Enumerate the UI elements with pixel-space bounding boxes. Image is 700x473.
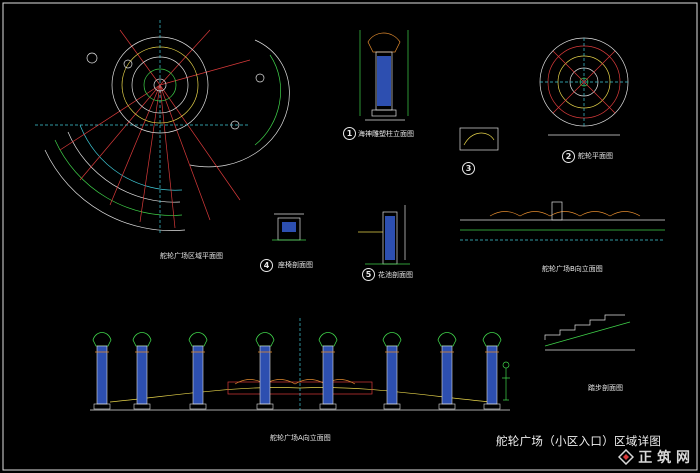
callout-1: 1 [343, 127, 356, 140]
plaza-plan-drawing [35, 20, 290, 235]
watermark-text: 正 筑 网 [638, 450, 690, 466]
callout-3: 3 [462, 162, 475, 175]
step-section-title: 踏步剖面图 [588, 384, 623, 392]
callout-5: 5 [362, 268, 375, 281]
detail-3-drawing [459, 127, 499, 151]
helm-plan-drawing [539, 37, 629, 136]
watermark: 正 筑 网 [618, 447, 690, 467]
section-5-drawing [358, 205, 410, 265]
helm-plan-title: 舵轮平面图 [578, 152, 613, 160]
section-4-title: 座椅剖面图 [278, 261, 313, 269]
callout-4: 4 [260, 259, 273, 272]
elevation-b-drawing [460, 201, 665, 241]
elevation-a-drawing [90, 318, 510, 411]
column-elevation-drawing [359, 30, 409, 121]
sheet-title: 舵轮广场（小区入口）区域详图 [496, 434, 662, 448]
elevation-b-title: 舵轮广场B向立面图 [542, 265, 603, 273]
section-4-drawing [272, 213, 306, 241]
callout-2: 2 [562, 150, 575, 163]
step-section-drawing [544, 314, 635, 351]
section-5-title: 花池剖面图 [378, 271, 413, 279]
watermark-logo-icon [618, 449, 635, 465]
plan-main-title: 舵轮广场区域平面图 [160, 252, 223, 260]
column-elevation-title: 海神雕塑柱立面图 [358, 130, 414, 138]
elevation-a-title: 舵轮广场A向立面图 [270, 434, 331, 442]
